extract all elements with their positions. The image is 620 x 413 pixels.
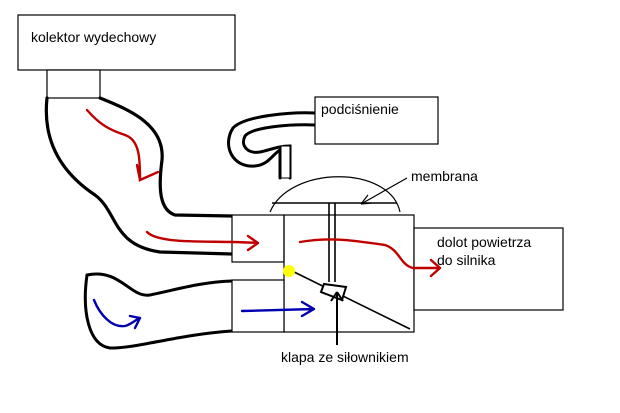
engine-intake-label-line2: do silnika — [437, 252, 496, 268]
flap-pivot — [283, 265, 295, 277]
vacuum-connector — [280, 145, 291, 179]
exhaust-flow-arrow-1 — [85, 108, 160, 182]
exhaust-pipe-outer — [44, 96, 234, 256]
exhaust-entry-duct — [231, 214, 285, 263]
exhaust-manifold-label: kolektor wydechowy — [31, 29, 156, 45]
flap-pointer-line — [330, 291, 344, 345]
exhaust-flow-arrow-2 — [145, 230, 260, 252]
air-flow-arrow-2 — [240, 300, 316, 318]
membrane-dome — [269, 176, 401, 213]
exhaust-flow-arrow-3 — [298, 238, 442, 278]
manifold-outlet-stub — [46, 69, 101, 99]
air-entry-duct — [231, 279, 285, 333]
air-pipe-upper — [85, 272, 234, 297]
vacuum-hose-inner — [242, 123, 317, 180]
vacuum-hose-outer — [227, 111, 317, 180]
flap-actuator-label: klapa ze siłownikiem — [281, 349, 409, 365]
membrane-pointer-arrow — [360, 177, 408, 205]
exhaust-manifold-box — [17, 14, 236, 71]
vacuum-box — [314, 96, 439, 145]
flap-plate — [285, 267, 411, 330]
air-pipe-lower — [83, 273, 234, 350]
exhaust-pipe-inner — [98, 96, 234, 218]
engine-intake-label-line1: dolot powietrza — [437, 234, 531, 250]
membrane-label: membrana — [411, 168, 478, 184]
air-flow-arrow-1 — [92, 298, 142, 330]
vacuum-label: podciśnienie — [321, 101, 399, 117]
